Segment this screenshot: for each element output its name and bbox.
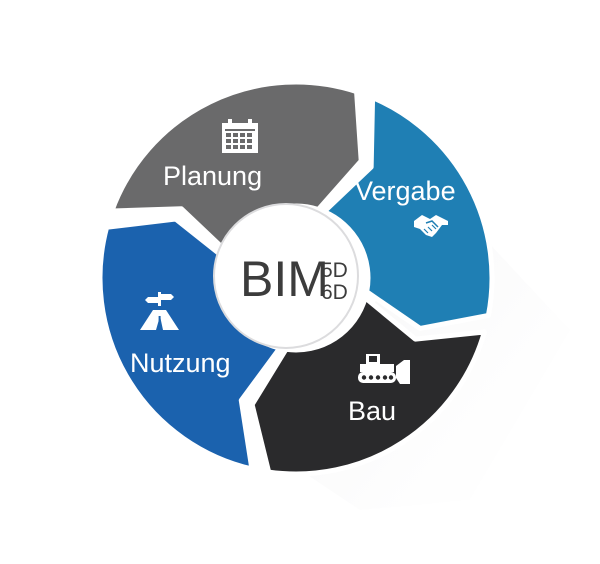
- segment-bau: [249, 295, 487, 477]
- segment-label-nutzung: Nutzung: [130, 348, 231, 378]
- calendar-icon: [222, 119, 258, 153]
- center-sub-5d: 5D: [321, 259, 348, 282]
- segment-vergabe: [321, 95, 495, 331]
- center-title: BIM: [240, 251, 329, 307]
- handshake-icon: [414, 215, 448, 237]
- segment-label-vergabe: Vergabe: [355, 176, 456, 206]
- center-disc: [213, 203, 359, 349]
- segment-label-planung: Planung: [163, 161, 262, 191]
- segment-label-bau: Bau: [348, 396, 396, 426]
- road-sign-icon: [140, 292, 179, 330]
- bulldozer-icon: [358, 354, 410, 384]
- center-sub-6d: 6D: [321, 281, 348, 304]
